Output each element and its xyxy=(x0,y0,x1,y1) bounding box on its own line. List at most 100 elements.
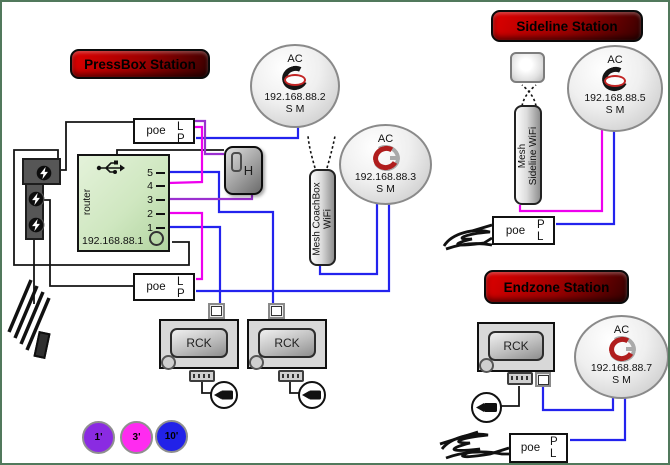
camera-icon xyxy=(210,381,238,409)
lightning-icon xyxy=(27,216,45,234)
team-logo-icon xyxy=(598,63,632,95)
magenta-cables xyxy=(167,125,604,281)
rck-monitor-3: RCK xyxy=(477,322,555,373)
h-device-label: H xyxy=(243,163,254,178)
usb-icon xyxy=(96,160,125,174)
rck-screen: RCK xyxy=(258,328,316,358)
poe-port-poe: P xyxy=(550,436,558,448)
sideline-station-banner: Sideline Station xyxy=(491,10,643,42)
monitor-power-button xyxy=(249,355,264,370)
endzone-station-label: Endzone Station xyxy=(503,279,610,295)
poe-injector-4: poe P L xyxy=(509,433,568,463)
connector-pins xyxy=(282,374,300,378)
rck-screen: RCK xyxy=(170,328,228,358)
port-number: 2 xyxy=(147,208,153,220)
blue-cables xyxy=(168,127,627,442)
legend-1ft-cable: 1' xyxy=(82,421,115,454)
access-point-192-168-88-7: AC 192.168.88.7 S M xyxy=(574,315,668,399)
endzone-cable-coil xyxy=(439,430,510,460)
team-logo-icon xyxy=(605,333,638,365)
lightning-icon xyxy=(27,190,45,208)
router-port-4: 4 xyxy=(147,180,165,192)
port-tick xyxy=(156,227,165,229)
router-port-1: 1 xyxy=(147,222,165,234)
router-port-3: 3 xyxy=(147,194,165,206)
port-number: 1 xyxy=(147,222,153,234)
legend-3ft-label: 3' xyxy=(132,432,141,443)
camcorder-glyph xyxy=(214,390,233,400)
keyboard-connector xyxy=(507,372,533,385)
h-device: H xyxy=(224,146,263,195)
ac-label: AC xyxy=(287,53,303,65)
mesh-sideline-line1: Mesh xyxy=(516,143,528,169)
legend-1ft-label: 1' xyxy=(94,432,103,443)
poe-injector-3: poe P L xyxy=(492,216,555,245)
ac-ports: S M xyxy=(376,183,395,195)
logo-bar xyxy=(604,75,626,87)
rck-label: RCK xyxy=(186,336,212,350)
router-ip: 192.168.88.1 xyxy=(82,235,144,247)
logo-ring xyxy=(369,143,402,173)
ac-label: AC xyxy=(377,133,394,145)
ac-ports: S M xyxy=(612,374,631,386)
camcorder-glyph xyxy=(302,390,321,400)
rj45-jack-icon xyxy=(211,306,222,316)
ac-ports: S M xyxy=(285,103,305,115)
poe-injector-2: poe L P xyxy=(133,273,195,301)
sideline-radio-box xyxy=(510,52,545,83)
ethernet-adapter-icon xyxy=(268,303,285,319)
rck-monitor-1: RCK xyxy=(159,319,239,370)
ac-ip: 192.168.88.3 xyxy=(354,171,417,183)
team-logo-icon xyxy=(369,142,402,174)
poe-injector-1: poe L P xyxy=(133,118,195,145)
pressbox-station-label: PressBox Station xyxy=(84,56,196,72)
logo-bar xyxy=(389,156,399,160)
ac-ports: S M xyxy=(605,104,625,116)
endzone-station-banner: Endzone Station xyxy=(484,270,629,304)
ac-label: AC xyxy=(607,54,623,66)
camera-icon xyxy=(298,381,326,409)
rj45-jack-icon xyxy=(537,374,549,385)
access-point-192-168-88-2: AC 192.168.88.2 S M xyxy=(250,44,340,128)
access-point-192-168-88-5: AC 192.168.88.5 S M xyxy=(567,45,663,132)
legend-10ft-cable: 10' xyxy=(155,420,188,453)
power-adapter xyxy=(22,158,61,185)
poe-port-poe: P xyxy=(177,133,185,145)
rck-label: RCK xyxy=(274,336,300,350)
ethernet-adapter-icon xyxy=(208,303,225,319)
antenna-links xyxy=(307,84,537,169)
poe-label: poe xyxy=(520,442,541,454)
rck-screen: RCK xyxy=(488,331,544,361)
poe-label: poe xyxy=(505,224,526,237)
port-number: 4 xyxy=(147,180,153,192)
poe-port-lan: L xyxy=(177,121,184,133)
logo-bar xyxy=(625,347,635,351)
poe-port-poe: P xyxy=(537,219,545,231)
vent-icon xyxy=(231,152,242,172)
poe-label: poe xyxy=(146,281,166,293)
mesh-coachbox-wifi: Mesh CoachBox WiFi xyxy=(309,169,336,266)
port-number: 3 xyxy=(147,194,153,206)
camcorder-glyph xyxy=(475,403,497,412)
connector-pins xyxy=(193,374,211,378)
camera-icon xyxy=(471,392,502,423)
mesh-coachbox-line2: WiFi xyxy=(322,209,334,229)
coiled-cable-scribbles xyxy=(7,223,510,460)
router-power-port xyxy=(149,231,164,246)
keyboard-connector xyxy=(189,370,215,382)
power-strip xyxy=(25,183,45,240)
access-point-192-168-88-3: AC 192.168.88.3 S M xyxy=(339,124,432,205)
ac-ip: 192.168.88.5 xyxy=(584,92,646,104)
poe-port-lan: L xyxy=(537,231,544,243)
poe-label: poe xyxy=(146,125,166,137)
legend-3ft-cable: 3' xyxy=(120,421,153,454)
poe-port-lan: L xyxy=(550,448,557,460)
ac-ip: 192.168.88.7 xyxy=(590,362,653,374)
rck-monitor-2: RCK xyxy=(247,319,327,370)
port-tick xyxy=(156,199,165,201)
poe-port-poe: P xyxy=(177,288,185,300)
pressbox-cable-coil xyxy=(7,279,51,351)
router-port-2: 2 xyxy=(147,208,165,220)
